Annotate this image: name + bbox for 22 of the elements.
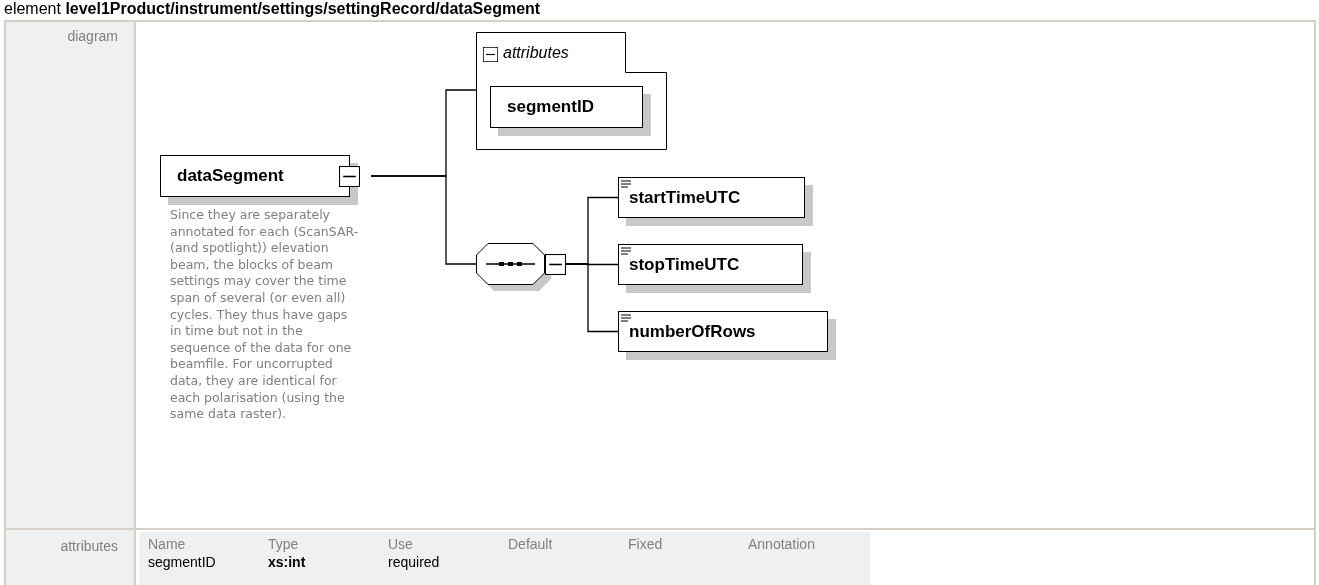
column-header: Name <box>148 535 186 554</box>
connector-line <box>370 175 477 265</box>
table-cell-text: required <box>388 553 440 572</box>
element-name: startTimeUTC <box>628 186 741 209</box>
connector-line <box>565 263 619 333</box>
element-name: numberOfRows <box>628 320 756 343</box>
element-name: segmentID <box>506 96 594 119</box>
column-header: Use <box>388 535 413 554</box>
column-header: Type <box>268 535 299 554</box>
column-header: Fixed <box>628 535 663 554</box>
attribute-group <box>476 32 667 150</box>
page-title: element level1Product/instrument/settings/settingRecord/dataSegment <box>4 0 541 18</box>
column-header: Annotation <box>748 535 815 554</box>
element-name: stopTimeUTC <box>628 253 740 276</box>
element-name: dataSegment <box>176 165 284 188</box>
table-cell-text: segmentID <box>148 553 216 572</box>
table-cell-text: xs:int <box>268 553 306 572</box>
group-title: attributes <box>503 43 569 63</box>
column-header: Default <box>508 535 553 554</box>
row-label: diagram <box>67 27 118 46</box>
row-label: attributes <box>60 537 118 556</box>
annotation-text: Since they are separately annotated for each (ScanSAR- (and spotlight)) elevation beam, the blocks of beam settings may cover the time span of several (or even all) cycles. They thus have gaps in time but not in the sequence of the data for one beamfile. For uncorrupted data, they are identical for each polarisation (using the same data raster). <box>170 207 360 423</box>
